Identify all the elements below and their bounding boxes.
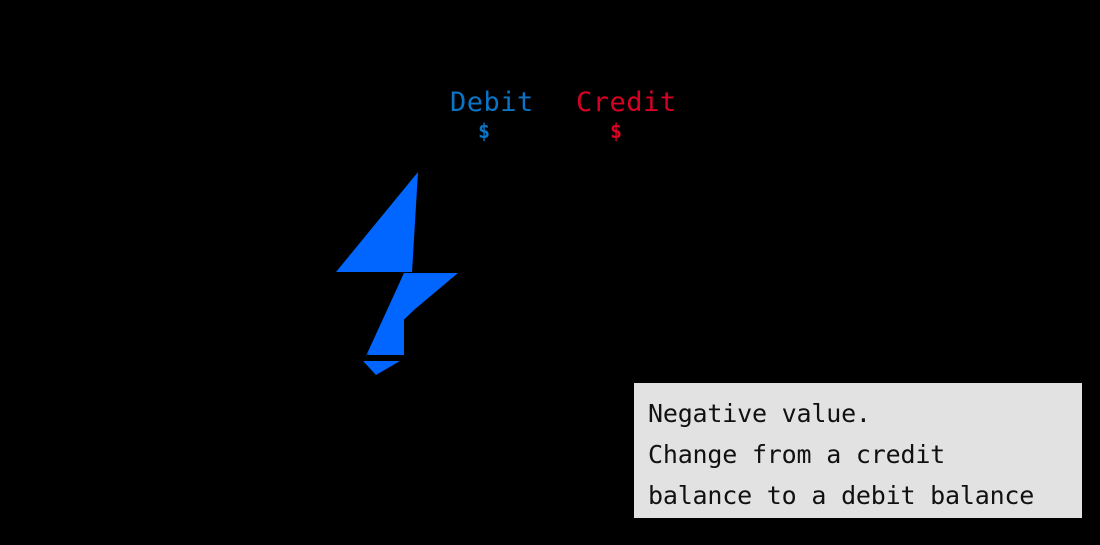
debit-column-label: Debit bbox=[450, 87, 534, 118]
callout-line-3: balance to a debit balance bbox=[648, 481, 1035, 510]
debit-currency-symbol: $ bbox=[478, 119, 491, 143]
credit-column-label: Credit bbox=[576, 87, 677, 118]
callout-line-1: Negative value. bbox=[648, 399, 871, 428]
bolt-bottom-tip bbox=[363, 361, 400, 375]
bolt-upper-triangle bbox=[336, 172, 418, 272]
bolt-lower-body bbox=[366, 273, 414, 356]
lightning-bolt-icon bbox=[336, 172, 458, 375]
callout-line-2: Change from a credit bbox=[648, 440, 946, 469]
bolt-right-wing bbox=[408, 273, 458, 315]
credit-currency-symbol: $ bbox=[610, 119, 623, 143]
annotation-callout: Negative value. Change from a credit bal… bbox=[634, 383, 1082, 518]
